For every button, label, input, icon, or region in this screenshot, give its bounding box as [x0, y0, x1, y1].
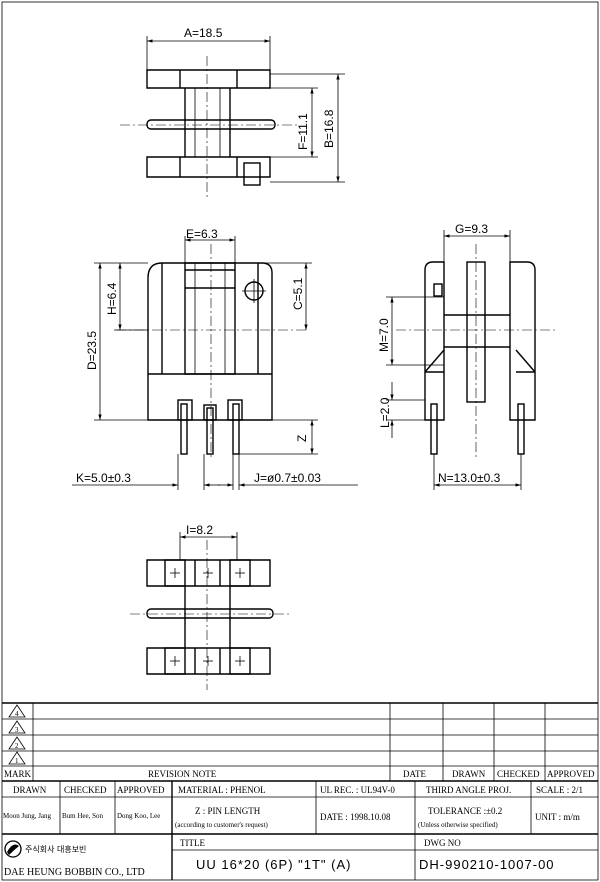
dim-j-label: J=ø0.7±0.03	[254, 471, 321, 485]
unit-text: UNIT : m/m	[535, 812, 580, 822]
company-name-korean: 주식회사 대흥보빈	[25, 844, 86, 854]
title-label: TITLE	[180, 838, 205, 848]
svg-text:3: 3	[15, 726, 19, 734]
drawn-by: Moon Jung, Jang	[3, 812, 52, 820]
dim-f-label: F=11.1	[296, 113, 310, 150]
tolerance-text: TOLERANCE :±0.2	[428, 806, 502, 816]
checked-by: Bum Hee, Son	[62, 812, 104, 820]
revision-table: 4 3 2 1 MARK REVISION NOTE DATE DRAWN CH…	[2, 702, 598, 782]
header-date: DATE	[403, 769, 426, 779]
header-drawn: DRAWN	[452, 769, 486, 779]
company-name-english: DAE HEUNG BOBBIN CO., LTD	[4, 867, 145, 878]
top-view: A=18.5 B=16.8 F=11.1	[120, 26, 345, 200]
dim-g-label: G=9.3	[455, 222, 488, 236]
revision-mark-2: 2	[8, 736, 26, 750]
checked-label: CHECKED	[64, 785, 107, 795]
header-mark: MARK	[4, 769, 32, 779]
dim-n-label: N=13.0±0.3	[438, 471, 501, 485]
title-block: DRAWN CHECKED APPROVED Moon Jung, Jang B…	[2, 781, 598, 880]
revision-mark-3: 3	[8, 720, 26, 734]
dim-l-label: L=2.0	[378, 397, 392, 428]
dim-h-label: H=6.4	[105, 282, 119, 315]
pin-length-note: (according to customer's request)	[175, 821, 268, 829]
bottom-view: I=8.2	[130, 523, 290, 690]
drawing-title: UU 16*20 (6P) "1T" (A)	[196, 857, 352, 872]
front-view: E=6.3 D=23.5 H=6.4 C=5.1 Z K=5.0±0.3 J=ø…	[72, 227, 358, 490]
dim-c-label: C=5.1	[291, 277, 305, 310]
dim-d-label: D=23.5	[85, 331, 99, 370]
scale-text: SCALE : 2/1	[536, 785, 583, 795]
svg-text:1: 1	[15, 757, 19, 765]
drawn-label: DRAWN	[13, 785, 47, 795]
dwg-no: DH-990210-1007-00	[419, 857, 555, 872]
date-text: DATE : 1998.10.08	[320, 812, 391, 822]
material-text: MATERIAL : PHENOL	[178, 785, 266, 795]
dim-m-label: M=7.0	[377, 318, 391, 352]
header-checked: CHECKED	[497, 769, 540, 779]
revision-mark-1: 1	[8, 751, 26, 765]
dim-a-label: A=18.5	[184, 26, 223, 40]
dim-e-label: E=6.3	[186, 227, 218, 241]
tolerance-note: (Unless otherwise specified)	[418, 821, 498, 829]
company-logo-icon	[4, 840, 22, 858]
svg-text:2: 2	[15, 742, 19, 750]
side-view: G=9.3 M=7.0 L=2.0 N=13.0±0.3	[377, 222, 555, 490]
approved-label: APPROVED	[117, 785, 165, 795]
dim-k-label: K=5.0±0.3	[76, 471, 131, 485]
header-approved: APPROVED	[547, 769, 595, 779]
dim-i-label: I=8.2	[186, 523, 213, 537]
approved-by: Dong Koo, Lee	[117, 812, 160, 820]
dwg-no-label: DWG NO	[424, 838, 461, 848]
projection-text: THIRD ANGLE PROJ.	[426, 785, 511, 795]
header-revision-note: REVISION NOTE	[148, 769, 217, 779]
pin-length-text: Z : PIN LENGTH	[195, 806, 261, 816]
svg-text:4: 4	[15, 710, 19, 718]
ul-rec-text: UL REC. : UL94V-0	[320, 785, 395, 795]
dim-b-label: B=16.8	[322, 109, 336, 148]
dim-z-label: Z	[295, 435, 309, 442]
revision-mark-4: 4	[8, 704, 26, 718]
